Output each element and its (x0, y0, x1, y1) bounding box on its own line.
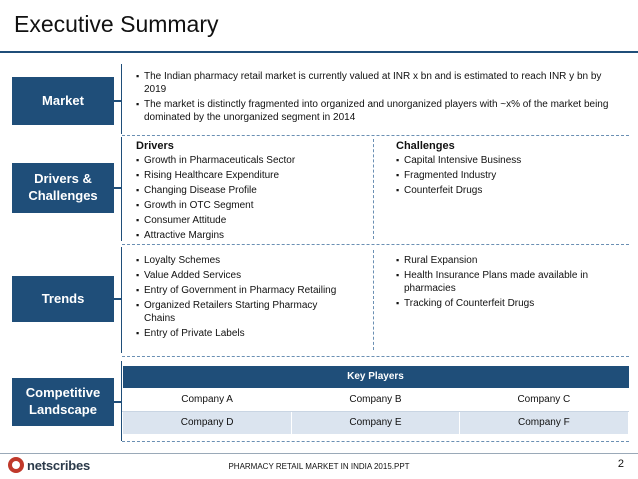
drivers-heading: Drivers (136, 140, 174, 152)
challenges-heading: Challenges (396, 140, 455, 152)
driver-item: Growth in OTC Segment (136, 199, 366, 212)
key-players-table: Key Players Company A Company B Company … (121, 366, 630, 435)
trends-left-column: Loyalty Schemes Value Added Services Ent… (136, 254, 351, 342)
market-bullet: The market is distinctly fragmented into… (136, 98, 626, 124)
driver-item: Growth in Pharmaceuticals Sector (136, 154, 366, 167)
drivers-connector (114, 187, 122, 189)
trend-item: Value Added Services (136, 269, 351, 282)
section-separator (122, 244, 629, 245)
competitive-landscape-label: Competitive Landscape (12, 378, 114, 426)
table-cell: Company A (121, 387, 293, 412)
market-bracket (121, 64, 122, 134)
netscribes-logo: netscribes (8, 457, 90, 473)
footer-document-name: PHARMACY RETAIL MARKET IN INDIA 2015.PPT (228, 462, 410, 471)
driver-item: Rising Healthcare Expenditure (136, 169, 366, 182)
label-line: Competitive (25, 385, 101, 401)
section-separator (122, 356, 629, 357)
challenge-item: Capital Intensive Business (396, 154, 626, 167)
competitive-connector (114, 401, 122, 403)
drivers-challenges-label: Drivers & Challenges (12, 163, 114, 213)
table-cell: Company C (458, 387, 630, 412)
trends-connector (114, 298, 122, 300)
page-title: Executive Summary (14, 11, 219, 37)
label-line: Landscape (29, 402, 97, 417)
column-separator (373, 139, 374, 239)
label-line: Drivers & (34, 171, 92, 187)
driver-item: Changing Disease Profile (136, 184, 366, 197)
table-cell: Company E (291, 410, 460, 435)
market-label-text: Market (42, 92, 84, 108)
table-row: Company A Company B Company C (121, 387, 630, 412)
logo-mark-icon (8, 457, 24, 473)
trends-label-text: Trends (41, 290, 85, 306)
table-cell: Company F (458, 410, 630, 435)
key-players-header: Key Players (122, 366, 629, 388)
trend-item: Organized Retailers Starting Pharmacy Ch… (136, 299, 351, 325)
competitive-label-text: Competitive Landscape (26, 385, 100, 419)
table-row: Company D Company E Company F (121, 410, 630, 435)
challenge-item: Counterfeit Drugs (396, 184, 626, 197)
drivers-bracket (121, 137, 122, 241)
trend-item: Entry of Government in Pharmacy Retailin… (136, 284, 351, 297)
challenges-column: Challenges Capital Intensive Business Fr… (396, 139, 626, 199)
trends-bracket (121, 247, 122, 353)
drivers-column: Drivers Growth in Pharmaceuticals Sector… (136, 139, 366, 244)
trends-right-column: Rural Expansion Health Insurance Plans m… (396, 254, 626, 312)
section-separator (122, 441, 629, 442)
market-connector (114, 100, 122, 102)
title-divider (0, 51, 638, 53)
trend-item: Health Insurance Plans made available in… (396, 269, 626, 295)
trend-item: Tracking of Counterfeit Drugs (396, 297, 626, 310)
market-label: Market (12, 77, 114, 125)
drivers-challenges-label-text: Drivers & Challenges (28, 171, 97, 205)
competitive-bracket (121, 361, 122, 441)
label-line: Challenges (28, 188, 98, 203)
section-separator (122, 135, 629, 136)
driver-item: Attractive Margins (136, 229, 366, 242)
trend-item: Entry of Private Labels (136, 327, 351, 340)
page-number: 2 (617, 458, 624, 470)
trends-label: Trends (12, 276, 114, 322)
footer-divider (0, 453, 638, 454)
market-bullet: The Indian pharmacy retail market is cur… (136, 70, 626, 96)
driver-item: Consumer Attitude (136, 214, 366, 227)
table-cell: Company D (121, 410, 293, 435)
logo-text: netscribes (27, 457, 91, 473)
challenge-item: Fragmented Industry (396, 169, 626, 182)
trend-item: Loyalty Schemes (136, 254, 351, 267)
table-cell: Company B (291, 387, 460, 412)
trend-item: Rural Expansion (396, 254, 626, 267)
column-separator (373, 250, 374, 350)
market-content: The Indian pharmacy retail market is cur… (136, 70, 626, 126)
